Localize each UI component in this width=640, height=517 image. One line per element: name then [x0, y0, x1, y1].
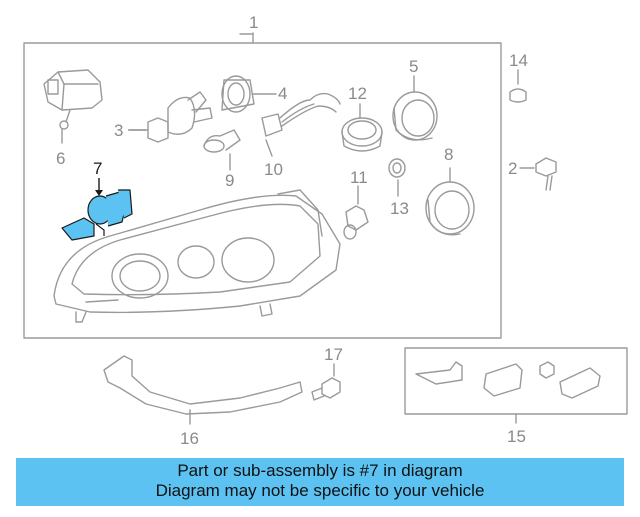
leveling-motor-part-6[interactable] [43, 69, 103, 144]
screw-part-2[interactable] [519, 157, 557, 191]
wiring-harness-part-10[interactable] [261, 92, 341, 157]
callout-12: 12 [348, 84, 367, 103]
callout-6: 6 [56, 149, 65, 168]
notice-banner: Part or sub-assembly is #7 in diagram Di… [16, 458, 624, 506]
callout-5: 5 [409, 57, 418, 76]
callout-7: 7 [93, 159, 102, 178]
bolt-part-17[interactable] [311, 363, 341, 401]
callout-8: 8 [444, 145, 453, 164]
callout-15: 15 [507, 427, 526, 446]
small-bulb-part-9[interactable] [203, 129, 241, 171]
cap-part-14[interactable] [509, 69, 527, 103]
callout-13: 13 [390, 199, 409, 218]
callout-14: 14 [509, 51, 528, 70]
ring-part-12[interactable] [341, 103, 383, 152]
callout-3: 3 [114, 121, 123, 140]
callout-11: 11 [350, 168, 368, 187]
callout-4: 4 [278, 84, 287, 103]
highlighted-bulb-part-7[interactable] [61, 178, 133, 241]
assembly-box-1 [23, 42, 502, 339]
callout-17: 17 [324, 345, 343, 364]
assembly-box-15 [404, 347, 628, 415]
bracket-kit-part-15[interactable] [415, 361, 601, 399]
callout-16: 16 [180, 429, 199, 448]
callout-2: 2 [508, 159, 517, 178]
bracket-part-16[interactable] [103, 355, 303, 425]
headlamp-housing [53, 189, 341, 323]
notice-line-2: Diagram may not be specific to your vehi… [155, 481, 485, 500]
ring-part-5[interactable] [392, 75, 438, 141]
clip-part-13[interactable] [388, 158, 406, 197]
callout-10: 10 [264, 160, 283, 179]
bulb-part-3[interactable] [129, 91, 213, 143]
socket-part-4[interactable] [221, 75, 277, 113]
ring-part-8[interactable] [425, 167, 475, 236]
bulb-part-11[interactable] [343, 185, 369, 240]
callout-9: 9 [225, 171, 234, 190]
callout-1: 1 [249, 13, 258, 32]
notice-line-1: Part or sub-assembly is #7 in diagram [177, 461, 463, 480]
